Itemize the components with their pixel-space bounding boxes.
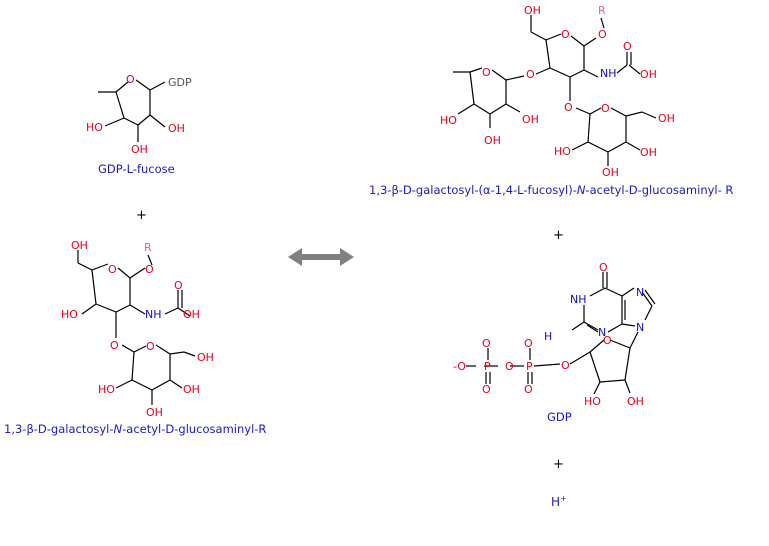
hydroxyl-label: OH — [197, 351, 214, 364]
glycosidic-oxygen: O — [564, 101, 573, 114]
phosphate-oxygen: O — [482, 337, 491, 350]
amino-group: H — [544, 330, 552, 343]
amide-nitrogen: NH — [600, 67, 617, 80]
hydroxyl-label: HO — [86, 121, 103, 134]
plus-sign: + — [553, 228, 564, 243]
hydroxyl-label: OH — [640, 68, 657, 81]
ring-oxygen: O — [482, 66, 491, 79]
phosphate-oxygen: O — [482, 383, 491, 396]
glycosidic-oxygen: O — [526, 68, 535, 81]
imine-nitrogen: N — [598, 326, 606, 339]
ring-oxygen: O — [601, 102, 610, 115]
hydroxyl-label: OH — [71, 239, 88, 252]
gdp-structure: O NH N N N H O HO OH O P O P -O O O — [453, 261, 656, 408]
bridge-oxygen: O — [505, 360, 514, 373]
hydroxyl-label: OH — [183, 383, 200, 396]
carbonyl-oxygen: O — [599, 261, 608, 274]
gdp-fucose-structure: O GDP HO OH OH — [86, 73, 192, 156]
phosphorus-atom: P — [484, 360, 491, 373]
ring-oxygen: O — [108, 263, 117, 276]
r-group-label: R — [144, 241, 152, 254]
gdp-name: GDP — [547, 410, 572, 424]
hydroxyl-label: OH — [183, 308, 200, 321]
phosphate-oxygen: O — [524, 383, 533, 396]
ring-oxygen: O — [561, 28, 570, 41]
gdp-fucose-name: GDP-L-fucose — [98, 162, 175, 176]
hydroxyl-label: HO — [584, 395, 601, 408]
r-group-label: R — [598, 4, 606, 17]
ring-oxygen: O — [603, 334, 612, 347]
proton-label: H+ — [551, 494, 567, 509]
hydroxyl-label: OH — [627, 395, 644, 408]
fucosylated-product-name: 1,3-β-D-galactosyl-(α-1,4-L-fucosyl)-N-a… — [369, 183, 733, 197]
hydroxyl-label: HO — [440, 114, 457, 127]
glycosidic-oxygen: O — [110, 339, 119, 352]
carbonyl-oxygen: O — [623, 40, 632, 53]
gdp-group-label: GDP — [168, 76, 192, 89]
hydroxyl-label: OH — [640, 146, 657, 159]
ring-oxygen: O — [146, 340, 155, 353]
hydroxyl-label: OH — [168, 122, 185, 135]
galactosyl-glcnac-name: 1,3-β-D-galactosyl-N-acetyl-D-glucosamin… — [4, 422, 266, 436]
hydroxyl-label: OH — [146, 406, 163, 419]
hydroxyl-label: HO — [61, 308, 78, 321]
ring-oxygen: O — [126, 73, 135, 86]
phosphate-oxygen: -O — [453, 360, 466, 373]
fucosylated-product-structure: OH O R O O NH OH O O O HO OH OH — [440, 4, 675, 179]
hydroxyl-label: OH — [484, 134, 501, 147]
glycosidic-oxygen: O — [598, 28, 607, 41]
imine-nitrogen: NH — [570, 293, 587, 306]
phosphate-oxygen: O — [524, 337, 533, 350]
imine-nitrogen: N — [636, 321, 644, 334]
hydroxyl-label: HO — [98, 383, 115, 396]
plus-sign: + — [136, 208, 147, 223]
reversible-arrow — [288, 248, 354, 266]
amide-nitrogen: NH — [145, 308, 162, 321]
galactosyl-glcnac-structure: OH O R O O NH OH HO O O OH HO OH OH — [61, 239, 214, 419]
ester-oxygen: O — [561, 359, 570, 372]
imine-nitrogen: N — [636, 286, 644, 299]
hydroxyl-label: OH — [602, 166, 619, 179]
hydroxyl-label: OH — [524, 4, 541, 17]
plus-sign: + — [553, 457, 564, 472]
carbonyl-oxygen: O — [174, 279, 183, 292]
phosphorus-atom: P — [526, 360, 533, 373]
hydroxyl-label: OH — [658, 112, 675, 125]
hydroxyl-label: OH — [131, 143, 148, 156]
hydroxyl-label: OH — [522, 113, 539, 126]
glycosidic-oxygen: O — [145, 263, 154, 276]
hydroxyl-label: HO — [554, 145, 571, 158]
